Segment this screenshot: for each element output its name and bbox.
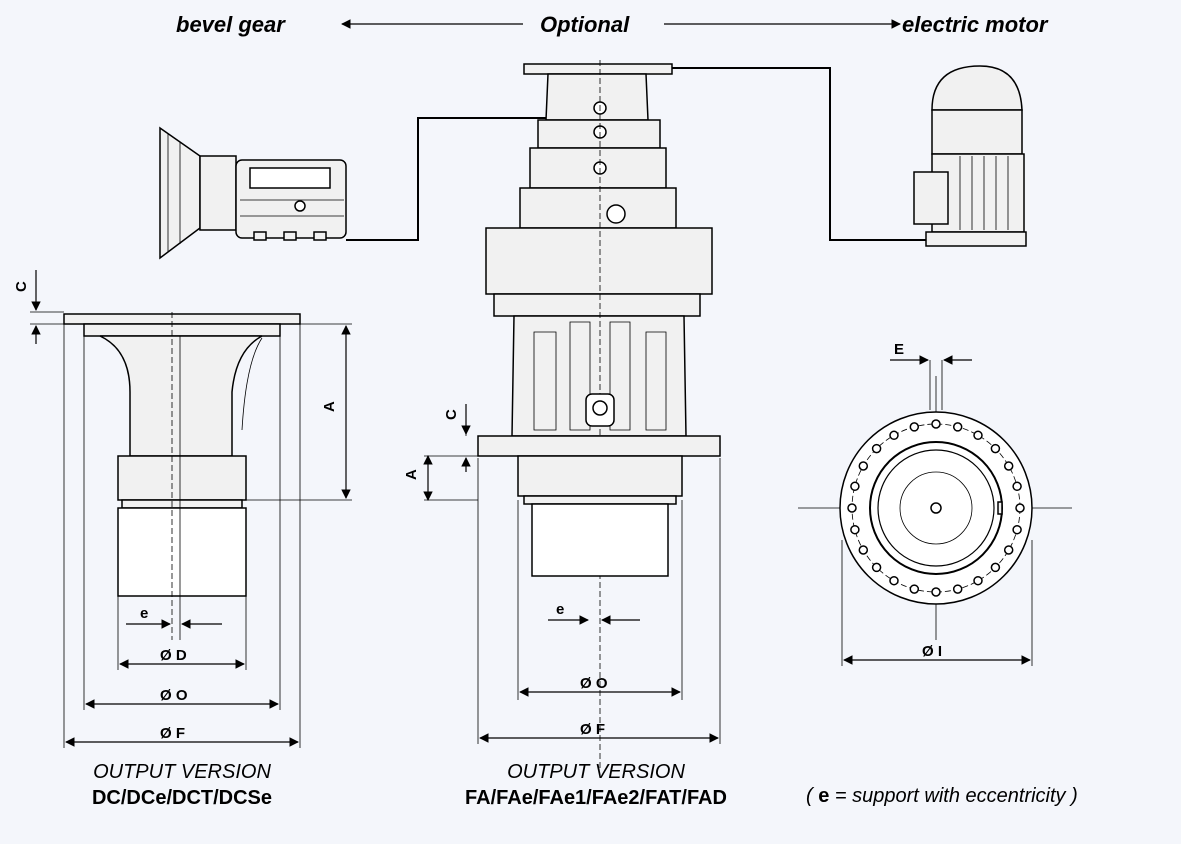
left-dim-a: A — [321, 401, 338, 412]
left-output-drawing — [63, 312, 301, 640]
bolt-hole — [952, 584, 963, 594]
bolt-hole — [973, 575, 983, 586]
center-dim-a: A — [403, 469, 420, 480]
left-dim-f: Ø F — [160, 725, 185, 742]
left-caption-line2: DC/DCe/DCT/DCSe — [92, 787, 272, 809]
bevel-gear-label: bevel gear — [176, 12, 286, 37]
right-dim-e: E — [894, 341, 904, 358]
center-dim-f: Ø F — [580, 721, 605, 738]
right-dim-i: Ø I — [922, 643, 942, 660]
gearbox-drawing — [477, 60, 721, 770]
bevel-gear-drawing — [159, 126, 347, 260]
left-dim-o: Ø O — [160, 687, 188, 704]
bolt-hole — [909, 584, 920, 594]
electric-motor-label: electric motor — [902, 12, 1049, 37]
optional-header: bevel gear Optional electric motor — [176, 12, 1049, 37]
center-dim-e: e — [556, 601, 564, 618]
bolt-hole — [847, 503, 857, 513]
bolt-hole — [909, 422, 920, 432]
center-caption: OUTPUT VERSION FA/FAe/FAe1/FAe2/FAT/FAD — [465, 761, 727, 809]
eccentricity-note: ( e = support with eccentricity ) — [806, 785, 1078, 807]
bolt-hole — [973, 430, 983, 441]
bolt-hole — [990, 562, 1001, 573]
center-dim-c: C — [443, 409, 460, 420]
bolt-hole — [1012, 524, 1022, 535]
connector-electric-motor — [668, 67, 930, 241]
optional-label: Optional — [540, 12, 630, 37]
center-caption-line1: OUTPUT VERSION — [507, 761, 685, 783]
bolt-hole — [1012, 481, 1022, 492]
left-caption-line1: OUTPUT VERSION — [93, 761, 271, 783]
bolt-hole — [931, 587, 941, 597]
note-rest: = support with eccentricity ) — [829, 785, 1077, 807]
center-dimensions: C A e Ø O Ø F — [403, 404, 721, 744]
bolt-hole — [871, 562, 882, 573]
center-dim-o: Ø O — [580, 675, 608, 692]
bolt-hole — [850, 481, 860, 492]
left-dim-e: e — [140, 605, 148, 622]
flange-bolt-holes — [847, 419, 1025, 597]
note-e: e — [818, 785, 829, 807]
bolt-hole — [1003, 461, 1014, 471]
bolt-hole — [990, 443, 1001, 454]
bolt-hole — [889, 575, 899, 586]
electric-motor-drawing — [913, 65, 1027, 247]
flange-top-view — [798, 376, 1072, 640]
bolt-hole — [931, 419, 941, 429]
bolt-hole — [952, 422, 963, 432]
bolt-hole — [889, 430, 899, 441]
bolt-hole — [858, 545, 869, 555]
bolt-hole — [1015, 503, 1025, 513]
bolt-hole — [858, 461, 869, 471]
left-caption: OUTPUT VERSION DC/DCe/DCT/DCSe — [92, 761, 272, 809]
connector-bevel-gear — [346, 117, 548, 241]
right-dimensions: E Ø I — [841, 341, 1033, 666]
left-dim-d: Ø D — [160, 647, 187, 664]
bolt-hole — [871, 443, 882, 454]
left-dim-c: C — [13, 281, 30, 292]
left-dimensions: C A e Ø D Ø O Ø F — [13, 270, 352, 748]
center-caption-line2: FA/FAe/FAe1/FAe2/FAT/FAD — [465, 787, 727, 809]
note-open: ( — [806, 785, 818, 807]
bolt-hole — [850, 524, 860, 535]
bolt-hole — [1003, 545, 1014, 555]
